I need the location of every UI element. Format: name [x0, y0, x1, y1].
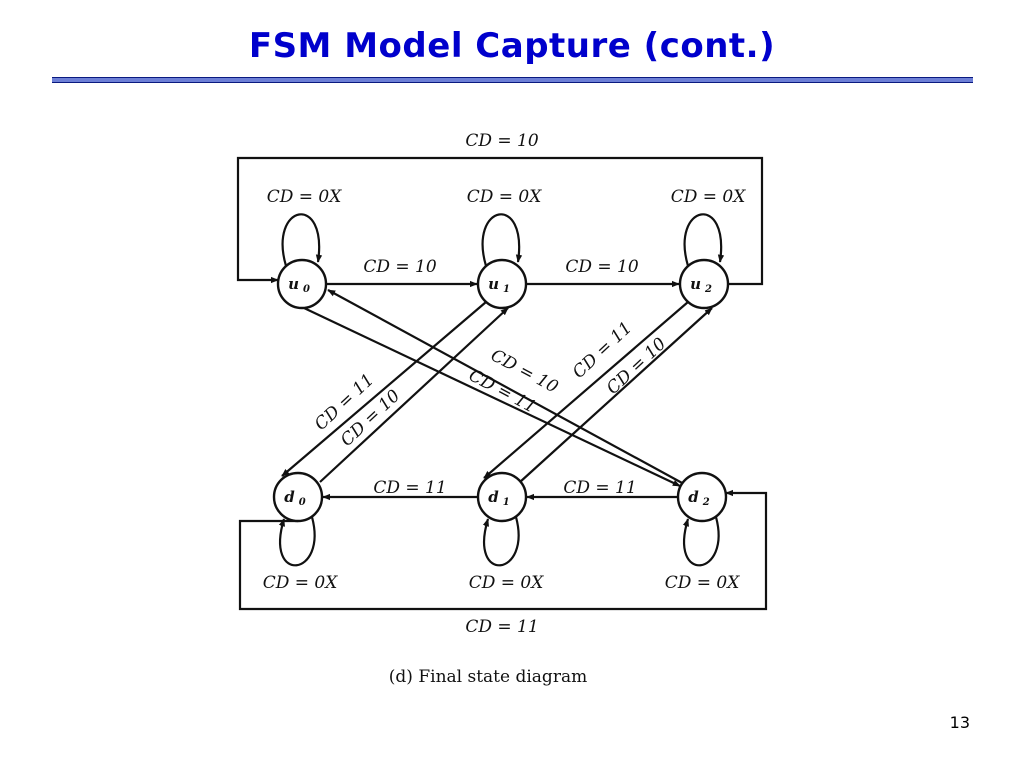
diagram-caption: (d) Final state diagram [389, 667, 587, 687]
self-loop-d2 [682, 516, 720, 567]
edge-u1-d0 [281, 301, 487, 477]
self-loop-d1 [482, 516, 520, 567]
edge-u0-d2 [303, 307, 681, 487]
transition-label-u2-u2: CD = 0X [671, 187, 747, 207]
transition-edges [236, 156, 768, 611]
state-d2-circle [676, 471, 728, 523]
self-loop-u2 [683, 213, 725, 267]
state-u0-circle [276, 258, 328, 310]
edge-u2-u0 [236, 156, 764, 286]
edge-d2-u0 [327, 289, 685, 485]
edge-d1-u2 [519, 307, 713, 483]
transition-label-u1-u1: CD = 0X [467, 187, 543, 207]
edge-d0-d2 [238, 489, 768, 611]
self-loop-u1 [481, 213, 523, 267]
transition-label-d0-d2: CD = 11 [465, 617, 538, 637]
state-u2-circle [678, 258, 730, 310]
transition-label-d2-d2: CD = 0X [665, 573, 741, 593]
transition-label-u1-u2: CD = 10 [565, 257, 639, 277]
edge-u2-d1 [483, 301, 689, 479]
title-divider [52, 77, 973, 83]
transition-labels: CD = 0X CD = 0X CD = 0X CD = 0X CD = 0X CD = … [263, 131, 747, 637]
edge-d0-u1 [319, 307, 509, 483]
transition-label-d0-d0: CD = 0X [263, 573, 339, 593]
state-d0-circle [272, 471, 324, 523]
transition-label-d1-d0: CD = 11 [373, 478, 446, 498]
transition-label-u0-u1: CD = 10 [363, 257, 437, 277]
slide-title: FSM Model Capture (cont.) [248, 26, 776, 66]
transition-label-u0-u0: CD = 0X [267, 187, 343, 207]
self-loop-u0 [281, 213, 323, 267]
self-loop-d0 [278, 516, 316, 567]
transition-label-d1-d1: CD = 0X [469, 573, 545, 593]
state-d1-circle [476, 471, 528, 523]
transition-label-d2-d1: CD = 11 [563, 478, 636, 498]
page-number: 13 [949, 713, 970, 732]
state-u1-circle [476, 258, 528, 310]
transition-label-u2-u0: CD = 10 [465, 131, 539, 151]
